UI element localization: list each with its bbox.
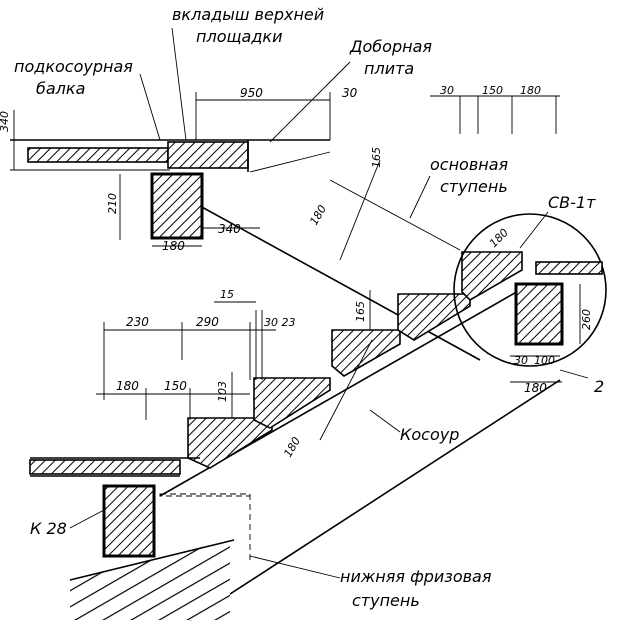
dim-slope-180: 180 (307, 203, 329, 228)
dim-beam-180: 180 (162, 239, 185, 253)
dim-top-30: 30 (342, 86, 358, 100)
landing-slab (27, 147, 169, 163)
detail-slab (535, 261, 603, 275)
lower-beam (102, 484, 156, 558)
dim-l-150: 150 (164, 379, 187, 393)
dim-m-165: 165 (354, 301, 367, 322)
label-lintel-upper: СВ-1т (548, 193, 596, 212)
dim-beam-340: 340 (218, 222, 241, 236)
top-landing: 340 (0, 110, 331, 173)
left-dims: 180 150 103 (96, 372, 250, 420)
label-top-inserts-2: площадки (196, 27, 282, 46)
landing-insert (167, 141, 249, 169)
dim-v-165: 165 (370, 147, 383, 168)
top-dims: 950 30 (195, 86, 358, 140)
dim-l-103: 103 (216, 381, 229, 402)
dim-m-30-23: 30 23 (264, 316, 296, 329)
label-stringer: Косоур (400, 425, 459, 444)
dim-detail-bottom-180: 180 (524, 381, 547, 395)
annotations: вкладыш верхней площадки Доборная плита … (14, 5, 596, 610)
step-5 (461, 251, 523, 301)
bottom-landing (29, 457, 251, 620)
label-stringer-beam-2: балка (36, 79, 85, 98)
label-lintel-lower: К 28 (30, 519, 67, 538)
label-main-step-2: ступень (440, 177, 508, 196)
label-infill-slab-1: Доборная (349, 37, 432, 56)
dim-top-950: 950 (240, 86, 263, 100)
label-top-inserts-1: вкладыш верхней (172, 5, 324, 24)
dim-m-230: 230 (126, 315, 149, 329)
step-2 (253, 377, 331, 429)
dim-right-150: 150 (482, 84, 503, 97)
bottom-slab (29, 459, 181, 475)
right-dims: 30 150 180 (430, 84, 560, 134)
detail-callout: 260 30 100 180 180 2 (453, 213, 607, 396)
dim-m-290: 290 (196, 315, 219, 329)
dim-left-340: 340 (0, 111, 11, 132)
stringer-beam-section: 210 180 340 (106, 172, 260, 253)
detail-beam (514, 282, 564, 346)
dim-stringer-180: 180 (281, 435, 303, 460)
dim-l-180: 180 (116, 379, 139, 393)
steps (187, 251, 523, 469)
label-stringer-beam-1: подкосоурная (14, 57, 133, 76)
step-3 (331, 329, 401, 377)
mid-dims: 230 290 30 23 15 165 (103, 288, 371, 400)
dim-detail-180: 180 (487, 226, 511, 250)
step-4 (397, 293, 471, 341)
dim-right-180: 180 (520, 84, 541, 97)
label-bottom-step-2: ступень (352, 591, 420, 610)
dim-right-30: 30 (440, 84, 454, 97)
dim-beam-210: 210 (106, 193, 119, 214)
dim-m-15: 15 (220, 288, 234, 301)
dim-detail-100: 100 (534, 354, 555, 367)
dim-detail-30: 30 (514, 354, 528, 367)
label-main-step-1: основная (430, 155, 509, 174)
step-1 (187, 417, 273, 469)
stringer-beam (150, 172, 204, 240)
ground-hatch (70, 540, 230, 620)
slope-dims: 165 180 180 (281, 147, 383, 460)
label-infill-slab-2: плита (364, 59, 414, 78)
detail-mark: 2 (594, 377, 604, 396)
label-bottom-step-1: нижняя фризовая (340, 567, 492, 586)
dim-detail-260: 260 (580, 309, 593, 330)
